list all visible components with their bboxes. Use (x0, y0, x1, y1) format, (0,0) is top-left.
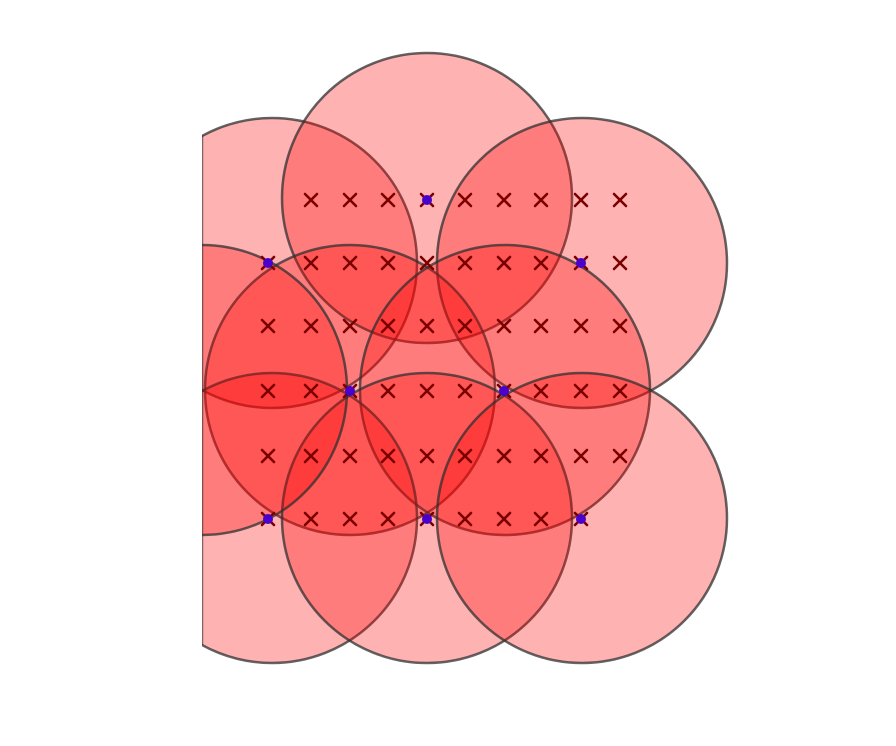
grid-point-marker (573, 318, 589, 334)
grid-point-marker (612, 383, 628, 399)
grid-point-marker (303, 255, 319, 271)
grid-point-marker (380, 383, 396, 399)
grid-point-marker (260, 448, 276, 464)
grid-point-marker (260, 318, 276, 334)
grid-point-marker (496, 255, 512, 271)
grid-point-marker (303, 383, 319, 399)
grid-point-marker (533, 448, 549, 464)
grid-point-marker (380, 192, 396, 208)
grid-points (260, 192, 628, 527)
grid-point-marker (342, 318, 358, 334)
grid-point-marker (496, 318, 512, 334)
grid-point-marker (342, 255, 358, 271)
coverage-circles (202, 51, 729, 665)
grid-point-marker (419, 318, 435, 334)
grid-point-marker (342, 448, 358, 464)
selected-point-marker (260, 511, 276, 527)
grid-point-marker (573, 383, 589, 399)
grid-point-marker (380, 255, 396, 271)
selected-point-marker (496, 383, 512, 399)
selected-point-marker (573, 511, 589, 527)
grid-point-marker (303, 511, 319, 527)
grid-point-marker (457, 448, 473, 464)
grid-point-marker (380, 318, 396, 334)
grid-point-marker (303, 318, 319, 334)
grid-point-marker (380, 511, 396, 527)
grid-point-marker (533, 192, 549, 208)
grid-point-marker (457, 318, 473, 334)
grid-point-marker (573, 448, 589, 464)
grid-point-marker (419, 383, 435, 399)
grid-point-marker (496, 448, 512, 464)
grid-point-marker (612, 318, 628, 334)
grid-point-marker (533, 511, 549, 527)
grid-point-marker (496, 192, 512, 208)
grid-point-marker (496, 511, 512, 527)
grid-point-marker (419, 255, 435, 271)
grid-point-marker (260, 383, 276, 399)
grid-point-marker (612, 192, 628, 208)
grid-point-marker (342, 511, 358, 527)
grid-point-marker (303, 192, 319, 208)
selected-point-marker (419, 511, 435, 527)
grid-point-marker (303, 448, 319, 464)
grid-point-marker (533, 383, 549, 399)
grid-point-marker (612, 448, 628, 464)
grid-point-marker (612, 255, 628, 271)
grid-point-marker (342, 192, 358, 208)
grid-point-marker (457, 255, 473, 271)
selected-point-marker (419, 192, 435, 208)
grid-point-marker (573, 192, 589, 208)
grid-point-marker (533, 255, 549, 271)
grid-point-marker (457, 511, 473, 527)
selected-point-marker (573, 255, 589, 271)
grid-point-marker (380, 448, 396, 464)
grid-point-marker (533, 318, 549, 334)
grid-point-marker (419, 448, 435, 464)
selected-point-marker (342, 383, 358, 399)
grid-point-marker (457, 192, 473, 208)
selected-point-marker (260, 255, 276, 271)
grid-point-marker (457, 383, 473, 399)
